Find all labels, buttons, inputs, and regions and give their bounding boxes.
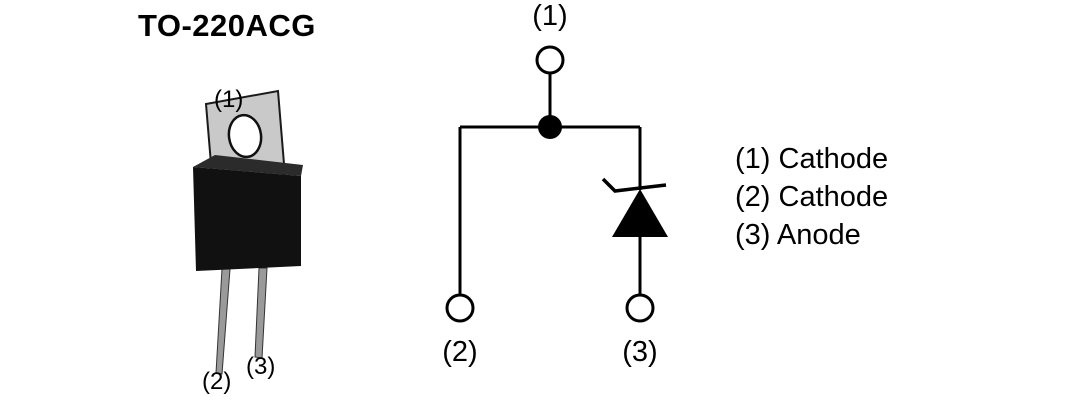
lead-3 xyxy=(254,267,268,359)
mounting-hole xyxy=(227,113,263,159)
schematic-pin1-label: (1) xyxy=(532,0,568,32)
diode-triangle xyxy=(612,189,668,237)
package-pin2-label: (2) xyxy=(202,368,232,395)
legend-item-3: (3) Anode xyxy=(735,219,861,251)
terminal-2-circle xyxy=(445,293,475,323)
pin-legend: (1) Cathode (2) Cathode (3) Anode xyxy=(735,140,888,254)
schematic-pin3-label: (3) xyxy=(622,336,658,368)
package-body-top-face xyxy=(193,155,303,176)
legend-item-1: (1) Cathode xyxy=(735,143,889,175)
package-pin3-label: (3) xyxy=(246,353,276,380)
schematic-pin2-label: (2) xyxy=(442,336,478,368)
package-pin1-label: (1) xyxy=(214,86,244,113)
junction-dot xyxy=(538,115,562,139)
package-body xyxy=(193,167,301,271)
legend-item-2: (2) Cathode xyxy=(735,181,889,213)
terminal-3-circle xyxy=(625,293,655,323)
lead-2 xyxy=(215,268,231,375)
terminal-1-circle xyxy=(535,45,565,75)
package-title: TO-220ACG xyxy=(138,8,316,43)
diode-cathode-bar xyxy=(601,177,667,193)
